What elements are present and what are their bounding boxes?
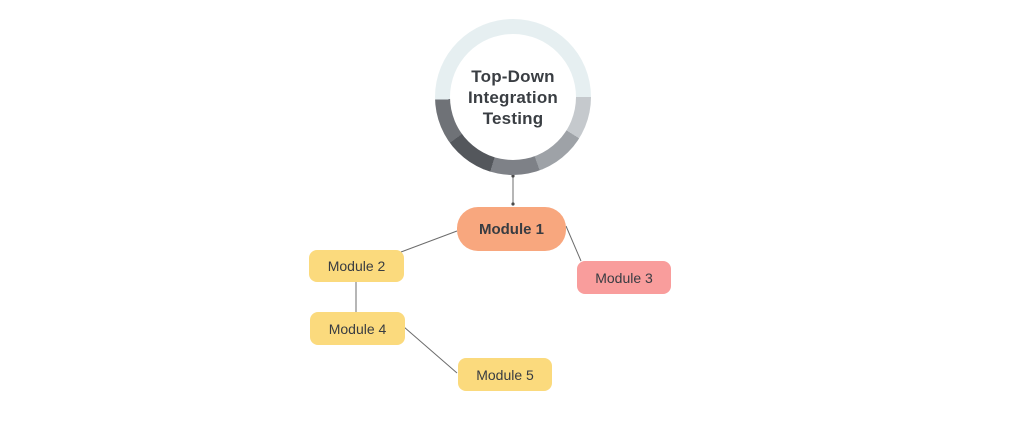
hub-title-line-2: Integration: [467, 87, 559, 107]
hub-circle: Top-Down Integration Testing: [450, 34, 576, 160]
edge-endpoint-dot: [511, 202, 515, 206]
hub-title-line-1: Top-Down: [471, 66, 555, 86]
node-module-2: Module 2: [309, 250, 404, 282]
edge-module-1-module-3: [565, 225, 582, 262]
node-module-2-label: Module 2: [327, 258, 386, 274]
node-module-4: Module 4: [310, 312, 405, 345]
edge-module-4-module-5: [403, 326, 458, 374]
node-module-5-label: Module 5: [476, 366, 534, 383]
hub-title-line-3: Testing: [482, 108, 544, 128]
hub-ring: Top-Down Integration Testing: [435, 19, 591, 175]
node-module-3-label: Module 3: [595, 269, 653, 286]
node-module-5: Module 5: [458, 358, 552, 391]
edge-module-1-module-2: [400, 230, 458, 253]
node-module-3: Module 3: [577, 261, 671, 294]
node-module-1: Module 1: [457, 207, 566, 251]
node-module-4-label: Module 4: [328, 320, 387, 337]
node-module-1-label: Module 1: [478, 220, 544, 238]
